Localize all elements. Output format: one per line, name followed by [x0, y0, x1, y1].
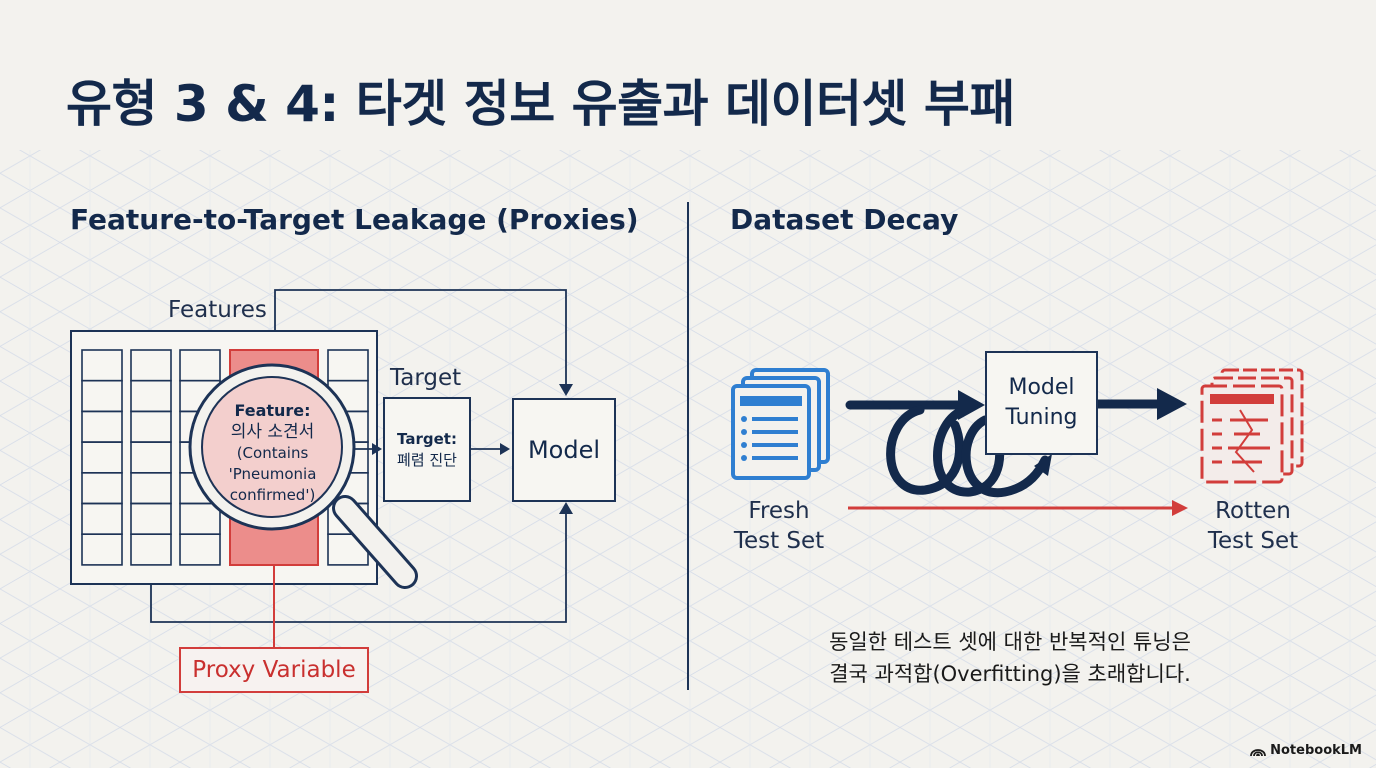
feature-detail-3: confirmed'): [229, 486, 316, 504]
fresh-line2: Test Set: [733, 528, 825, 554]
note-line1: 동일한 테스트 셋에 대한 반복적인 튜닝은: [829, 630, 1191, 654]
table-cell: [81, 533, 123, 566]
document-stack-icon: [731, 368, 830, 480]
arrowhead-bottom: [559, 502, 573, 514]
rotten-document-stack-icon: [1200, 368, 1304, 484]
rotten-line1: Rotten: [1215, 498, 1291, 524]
dataset-decay-heading: Dataset Decay: [730, 203, 959, 236]
rotten-line2: Test Set: [1207, 528, 1299, 554]
feature-cell-text: Feature: 의사 소견서 (Contains 'Pneumonia con…: [205, 400, 340, 506]
model-tuning-box: Model Tuning: [985, 351, 1098, 455]
feature-title: Feature:: [234, 401, 311, 420]
page-title: 유형 3 & 4: 타겟 정보 유출과 데이터셋 부패: [66, 75, 1015, 133]
fresh-line1: Fresh: [748, 498, 810, 524]
loop-arrowhead-2: [1034, 454, 1052, 476]
magnifier-icon: [188, 363, 418, 589]
model-box: Model: [512, 398, 616, 502]
features-label: Features: [168, 297, 267, 323]
proxy-variable-label: Proxy Variable: [179, 647, 369, 693]
loop-arrowhead-1: [958, 390, 985, 420]
brand-watermark: NotebookLM: [1250, 743, 1362, 758]
arrowhead-top: [559, 384, 573, 396]
fresh-test-set-caption: Fresh Test Set: [724, 496, 834, 556]
model-tuning-line1: Model: [1008, 375, 1075, 400]
features-to-model-connector: [274, 289, 567, 392]
panel-divider: [687, 202, 689, 690]
target-label: Target: [390, 365, 462, 391]
leakage-heading: Feature-to-Target Leakage (Proxies): [70, 203, 639, 236]
feature-detail-1: (Contains: [236, 444, 309, 462]
feature-detail-2: 'Pneumonia: [228, 465, 317, 483]
feature-name: 의사 소견서: [230, 422, 315, 442]
table-cell: [130, 533, 172, 566]
rotten-test-set-caption: Rotten Test Set: [1196, 496, 1310, 556]
brand-name: NotebookLM: [1270, 743, 1362, 758]
note-line2: 결국 과적합(Overfitting)을 초래합니다.: [829, 662, 1191, 686]
target-box-title: Target:: [397, 429, 457, 448]
target-box: Target: 폐렴 진단: [383, 397, 471, 502]
overfitting-note: 동일한 테스트 셋에 대한 반복적인 튜닝은 결국 과적합(Overfittin…: [800, 626, 1220, 690]
notebooklm-logo-icon: [1250, 748, 1267, 756]
loop-arrow-icon: [845, 400, 1050, 498]
model-tuning-line2: Tuning: [1005, 405, 1078, 430]
table-to-model-connector: [150, 508, 567, 623]
target-box-value: 폐렴 진단: [397, 450, 457, 469]
table-cell: [179, 533, 221, 566]
